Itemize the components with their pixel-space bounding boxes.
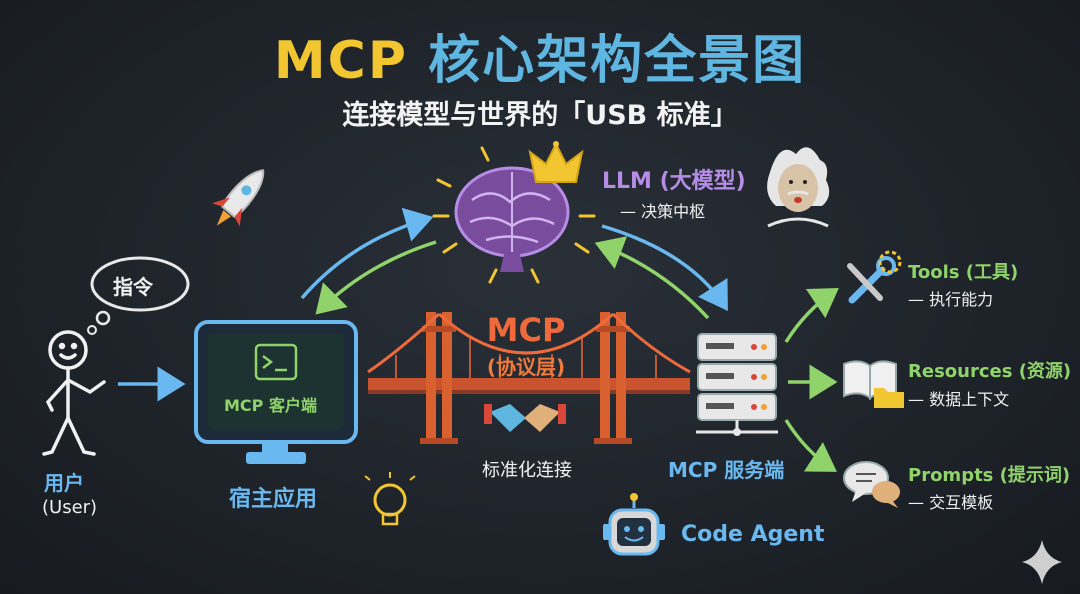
thought-bubble — [87, 256, 190, 335]
book-folder-icon — [843, 360, 904, 408]
mcp-client-label: MCP 客户端 — [224, 396, 317, 415]
prompts-label: Prompts (提示词) — [908, 465, 1071, 486]
bridge-mcp-label: MCP — [486, 311, 566, 349]
user-stick-figure-icon — [42, 330, 106, 456]
bridge-icon — [367, 312, 691, 444]
chat-bubbles-icon — [843, 461, 900, 508]
tools-icon — [847, 250, 902, 304]
brain-rays — [432, 146, 596, 284]
crown-icon — [528, 141, 584, 183]
user-label: 用户 — [44, 471, 84, 495]
einstein-portrait-icon — [767, 147, 830, 228]
diagram-title: MCP 核心架构全景图 — [0, 18, 1080, 93]
rocket-icon — [212, 169, 265, 227]
resources-desc: — 数据上下文 — [908, 390, 1010, 409]
standard-connection-label: 标准化连接 — [482, 460, 572, 481]
title-rest: 核心架构全景图 — [428, 31, 807, 91]
title-mcp: MCP — [273, 31, 408, 91]
terminal-icon — [254, 343, 298, 381]
llm-label: LLM (大模型) — [602, 169, 746, 194]
server-to-tools-arrow — [784, 288, 839, 343]
server-to-prompts-arrow — [784, 419, 837, 472]
tools-desc: — 执行能力 — [908, 290, 994, 309]
server-to-llm-arrow — [594, 236, 710, 320]
resources-label: Resources (资源) — [908, 361, 1072, 382]
host-app-label: 宿主应用 — [229, 487, 318, 512]
bridge-protocol-label: (协议层) — [486, 355, 566, 379]
user-command-bubble-text: 指令 — [113, 275, 153, 299]
brain-icon — [454, 166, 570, 272]
lightbulb-icon — [364, 472, 416, 526]
diagram-subtitle: 连接模型与世界的「USB 标准」 — [342, 100, 738, 131]
llm-sublabel: — 决策中枢 — [620, 202, 706, 221]
code-agent-label: Code Agent — [681, 522, 825, 547]
user-label-en: (User) — [42, 497, 98, 518]
mcp-server-label: MCP 服务端 — [668, 458, 785, 482]
llm-to-server-arrow — [601, 224, 728, 311]
handshake-icon — [484, 404, 566, 432]
prompts-desc: — 交互模板 — [908, 493, 994, 512]
server-icon — [696, 333, 778, 436]
llm-to-host-arrow — [315, 240, 437, 315]
tools-label: Tools (工具) — [908, 262, 1019, 283]
host-to-llm-arrow — [300, 207, 434, 300]
sparkle-icon — [1022, 540, 1062, 584]
host-monitor-icon — [194, 320, 358, 464]
robot-icon — [603, 493, 665, 556]
